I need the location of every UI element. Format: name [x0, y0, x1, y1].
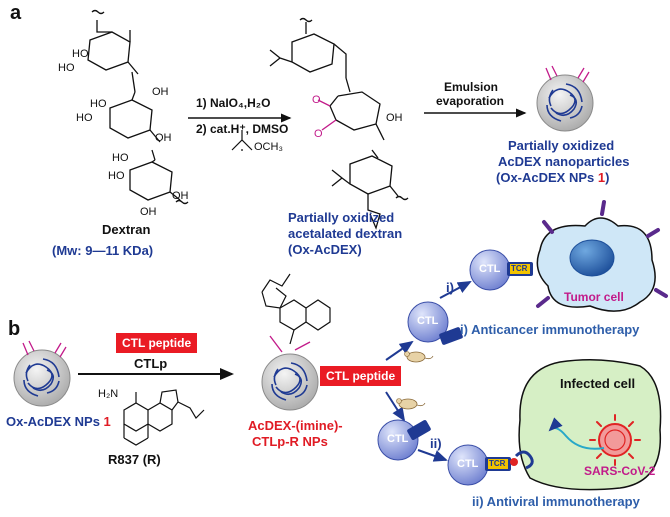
reagent-line-1: 1) NaIO₄,H₂O — [196, 96, 271, 110]
emulsion-line-2: evaporation — [436, 94, 505, 108]
aldehyde-o-2: O — [314, 128, 323, 140]
ox-acdex-line-3: (Ox-AcDEX) — [288, 242, 362, 257]
arrow-virus-entry — [548, 417, 605, 450]
product-line-2: CTLp-R NPs — [252, 434, 328, 449]
arrow-route-i — [439, 281, 472, 299]
reagent-structure — [231, 130, 253, 151]
ctl-cell-bottom — [447, 444, 511, 486]
ctl-peptide-box: CTL peptide — [116, 333, 198, 353]
panel-label-b: b — [8, 318, 21, 340]
ctl-text: CTL — [457, 458, 479, 470]
product-line-1: AcDEX-(imine)- — [248, 418, 343, 433]
np-label-line-3: (Ox-AcDEX NPs 1) — [496, 170, 610, 185]
arrow-route-ii — [417, 449, 448, 462]
ox-acdex-np-b — [13, 340, 71, 407]
ctlp-label: CTLp — [134, 356, 168, 371]
route-ii-label: ii) — [430, 436, 442, 451]
imine-bond-1 — [269, 335, 283, 353]
ctl-text: CTL — [479, 263, 501, 275]
r837-structure — [123, 389, 205, 446]
antigen-dot — [510, 458, 518, 466]
mouse-icon-lower — [396, 398, 426, 410]
oh-label: HO — [108, 170, 125, 182]
emulsion-line-1: Emulsion — [444, 80, 499, 94]
oh-label: OH — [386, 112, 403, 124]
arrow-to-ctl-upper — [385, 340, 414, 361]
mouse-icon-upper — [404, 351, 434, 363]
oh-label: OH — [152, 86, 169, 98]
oh-label: HO — [72, 48, 89, 60]
oh-label: HO — [58, 62, 75, 74]
ox-acdex-line-2: acetalated dextran — [288, 226, 403, 241]
ctl-peptide-box-2: CTL peptide — [320, 366, 402, 386]
ox-acdex-np-a — [536, 65, 594, 132]
ctl-cell-top — [469, 249, 533, 291]
oh-label: OH — [172, 190, 189, 202]
oh-label: HO — [76, 112, 93, 124]
ctl-text: CTL — [417, 315, 439, 327]
oh-label: OH — [155, 132, 172, 144]
antiviral-label: ii) Antiviral immunotherapy — [472, 494, 640, 509]
route-i-label: i) — [446, 280, 454, 295]
arrow-to-ctl-lower — [385, 391, 406, 422]
oh-label: HO — [90, 98, 107, 110]
sars-label: SARS-CoV-2 — [584, 464, 656, 478]
dextran-mw: (Mw: 9—11 KDa) — [52, 243, 154, 258]
tumor-cell-label: Tumor cell — [564, 290, 624, 304]
ctl-cell-low — [377, 419, 431, 461]
virus-icon — [589, 414, 641, 466]
r837-label: R837 (R) — [108, 452, 161, 467]
ox-acdex-line-1: Partially oxidized — [288, 210, 395, 225]
ctl-text: CTL — [387, 433, 409, 445]
infected-cell-shape — [518, 359, 662, 491]
ctl-cell-mid — [407, 301, 463, 345]
anticancer-label: i) Anticancer immunotherapy — [460, 322, 640, 337]
tumor-cell-shape — [536, 200, 668, 312]
tcr-text: TCR — [511, 264, 528, 273]
reagent-och3: OCH₃ — [254, 141, 283, 153]
oh-label: OH — [140, 206, 157, 218]
panel-label-a: a — [10, 2, 22, 24]
oh-label: HO — [112, 152, 129, 164]
reagent-line-2: 2) cat.H⁺, DMSO — [196, 122, 289, 136]
mhc-receptor — [514, 450, 534, 470]
tcr-text: TCR — [489, 459, 506, 468]
dextran-structure — [87, 9, 189, 205]
ox-np-label-b: Ox-AcDEX NPs 1 — [6, 414, 111, 429]
infected-cell-label: Infected cell — [560, 376, 636, 391]
product-np — [261, 353, 319, 411]
aldehyde-o-1: O — [312, 94, 321, 106]
np-label-line-2: AcDEX nanoparticles — [498, 154, 630, 169]
product-structure — [261, 273, 331, 345]
r837-nh2: H₂N — [98, 388, 119, 400]
dextran-label: Dextran — [102, 222, 151, 237]
np-label-line-1: Partially oxidized — [508, 138, 615, 153]
imine-bond-2 — [294, 341, 311, 351]
ox-acdex-structure — [269, 17, 409, 230]
